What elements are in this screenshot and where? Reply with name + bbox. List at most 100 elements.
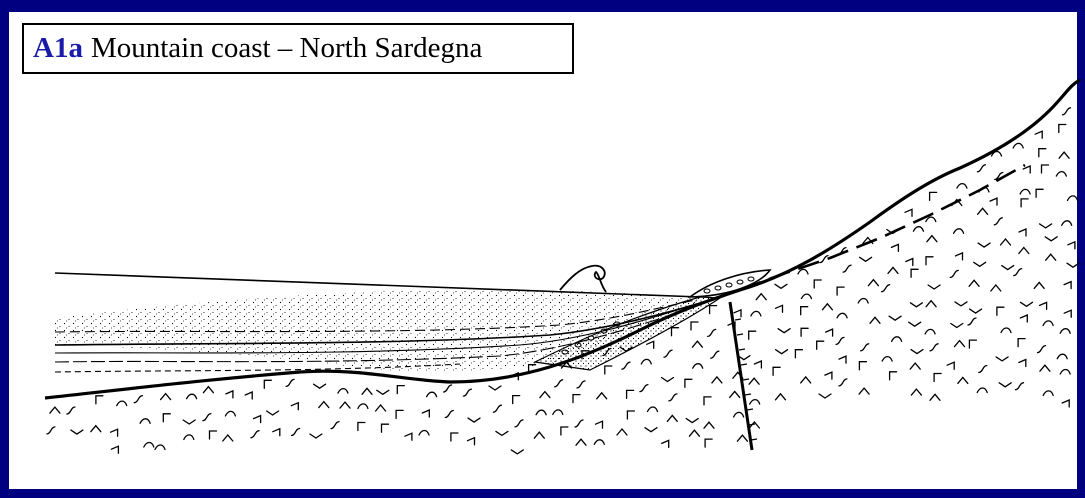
granite-mark — [977, 165, 985, 172]
granite-mark — [756, 294, 766, 300]
granite-mark — [776, 350, 788, 354]
granite-mark — [826, 329, 833, 336]
granite-mark — [511, 450, 523, 454]
granite-mark — [273, 429, 280, 436]
granite-mark — [775, 284, 787, 288]
granite-mark — [187, 394, 197, 399]
granite-mark — [926, 301, 936, 307]
granite-mark — [801, 307, 808, 315]
granite-mark — [1068, 196, 1078, 201]
granite-mark — [1062, 221, 1072, 226]
granite-mark — [994, 218, 1002, 225]
granite-mark — [451, 433, 458, 441]
granite-mark — [798, 269, 808, 274]
granite-mark — [672, 328, 679, 336]
granite-mark — [1040, 365, 1050, 371]
granite-mark — [911, 389, 921, 395]
granite-mark — [704, 397, 711, 405]
granite-mark — [648, 407, 658, 412]
granite-mark — [711, 351, 719, 358]
granite-mark — [686, 419, 698, 423]
granite-mark — [910, 303, 922, 307]
granite-mark — [801, 328, 808, 336]
granite-mark — [836, 337, 844, 344]
granite-mark — [1034, 282, 1044, 288]
granite-mark — [1042, 165, 1049, 173]
granite-mark — [605, 366, 612, 374]
granite-mark — [310, 434, 322, 438]
granite-mark — [1067, 263, 1079, 267]
granite-mark — [911, 350, 923, 354]
granite-mark — [737, 435, 747, 441]
granite-mark — [817, 341, 824, 349]
granite-mark — [419, 431, 429, 436]
granite-mark — [662, 440, 669, 447]
granite-mark — [427, 392, 437, 397]
granite-mark — [1059, 152, 1069, 158]
granite-mark — [843, 265, 851, 272]
granite-mark — [859, 362, 866, 370]
granite-mark — [689, 430, 699, 436]
granite-mark — [645, 428, 657, 432]
title-text: Mountain coast – North Sardegna — [91, 32, 482, 65]
granite-mark — [955, 302, 967, 306]
granite-mark — [754, 361, 761, 368]
granite-mark — [928, 285, 940, 289]
granite-mark — [1039, 149, 1046, 157]
granite-mark — [751, 311, 761, 316]
granite-mark — [536, 410, 546, 415]
granite-mark — [203, 387, 213, 393]
granite-mark — [1045, 237, 1057, 241]
granite-mark — [934, 374, 941, 382]
granite-mark — [906, 259, 913, 266]
granite-mark — [286, 379, 294, 386]
granite-mark — [1019, 248, 1029, 254]
granite-mark — [161, 394, 171, 400]
granite-mark — [708, 329, 716, 336]
granite-mark — [314, 384, 326, 388]
granite-mark — [691, 322, 698, 330]
granite-mark — [155, 445, 165, 450]
granite-mark — [890, 372, 897, 380]
granite-mark — [71, 430, 83, 434]
granite-mark — [1059, 125, 1066, 133]
granite-mark — [405, 433, 412, 440]
granite-mark — [991, 285, 1001, 291]
granite-mark — [910, 363, 920, 369]
granite-mark — [1020, 189, 1030, 194]
granite-mark — [140, 419, 150, 424]
granite-mark — [1064, 310, 1071, 317]
granite-mark — [773, 367, 780, 375]
granite-mark — [860, 257, 872, 261]
granite-mark — [225, 411, 235, 416]
granite-mark — [956, 253, 963, 260]
granite-mark — [925, 329, 935, 334]
granite-mark — [1046, 254, 1056, 260]
granite-mark — [710, 306, 717, 314]
granite-mark — [184, 435, 194, 440]
granite-mark — [839, 356, 846, 363]
granite-mark — [515, 420, 523, 427]
granite-mark — [958, 377, 968, 383]
granite-mark — [627, 390, 634, 398]
granite-mark — [891, 244, 898, 251]
granite-mark — [977, 388, 987, 393]
granite-mark — [704, 422, 714, 428]
granite-mark — [909, 322, 921, 326]
granite-mark — [1060, 329, 1070, 334]
granite-mark — [979, 366, 987, 373]
granite-mark — [331, 422, 339, 429]
granite-mark — [837, 287, 844, 295]
granite-mark — [319, 402, 329, 408]
granite-mark — [859, 388, 869, 394]
granite-mark — [575, 420, 583, 427]
granite-mark — [969, 340, 976, 348]
granite-mark — [667, 415, 677, 421]
granite-mark — [377, 390, 389, 394]
granite-mark — [362, 388, 372, 394]
granite-mark — [969, 280, 979, 286]
granite-mark — [930, 394, 940, 400]
granite-mark — [561, 427, 568, 435]
granite-mark — [999, 383, 1011, 387]
granite-mark — [47, 427, 55, 434]
